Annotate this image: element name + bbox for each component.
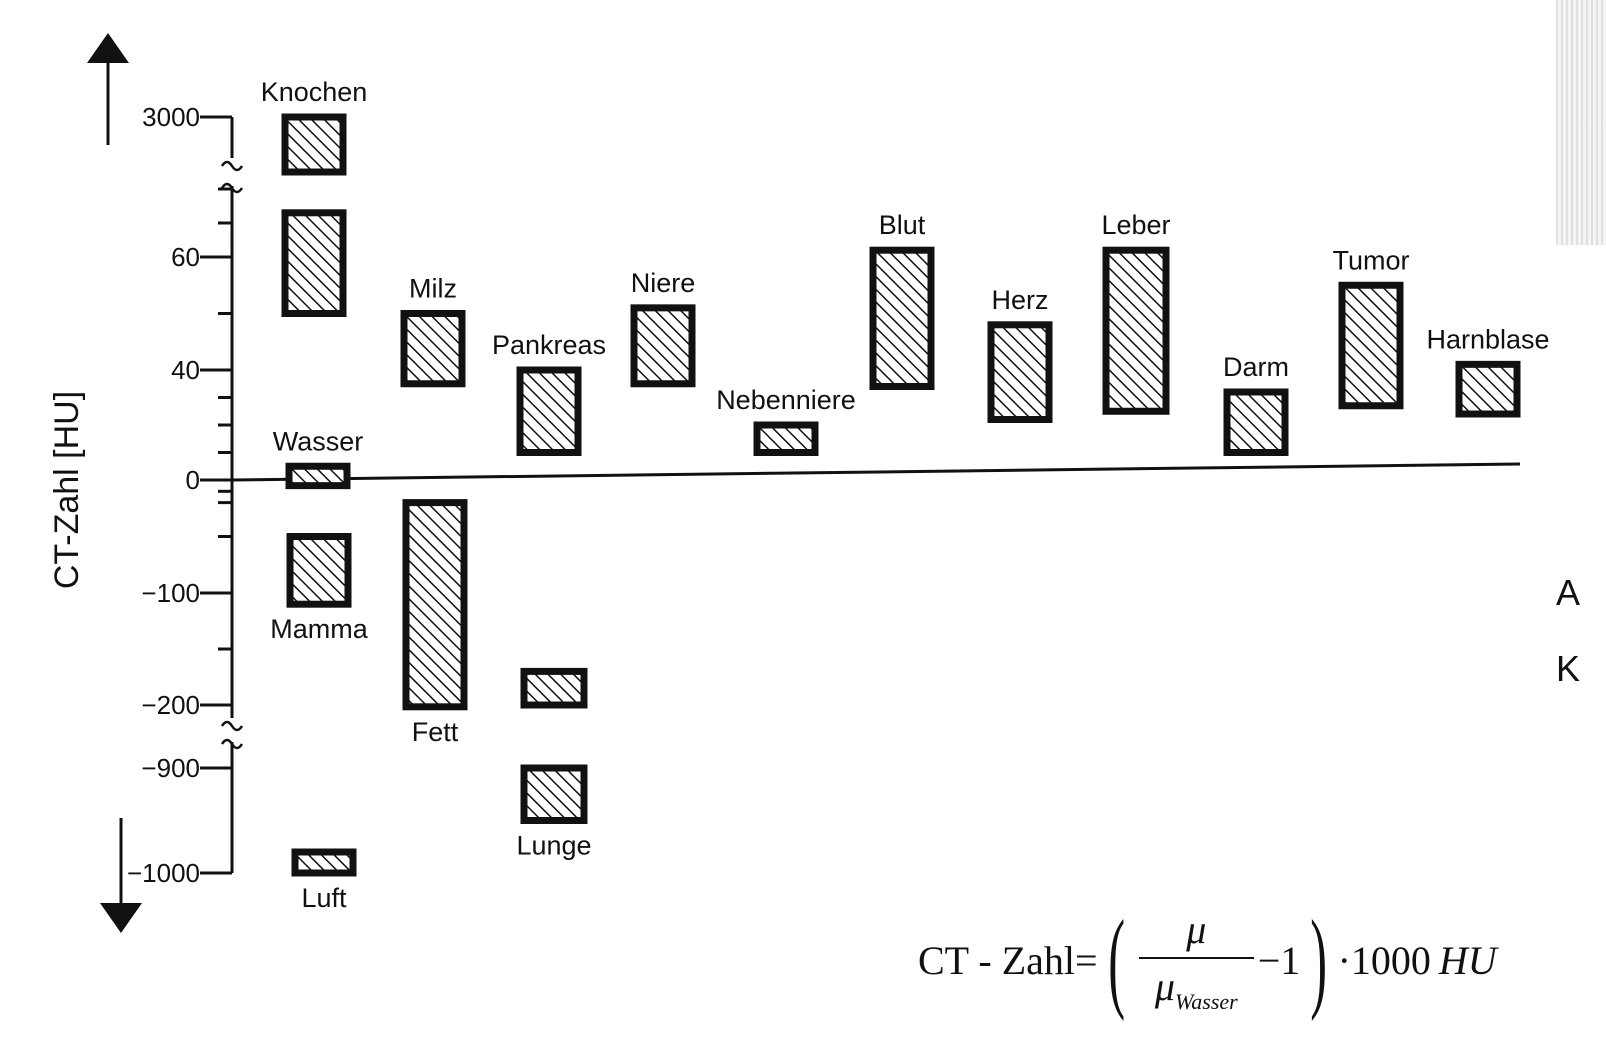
tissue-label-blut: Blut [879, 210, 926, 240]
tissue-label-nebenniere: Nebenniere [716, 385, 856, 415]
tissue-bars [281, 113, 1521, 877]
axis-break-mark [220, 160, 244, 172]
tissue-label-darm: Darm [1223, 352, 1289, 382]
axis-break-mark [220, 738, 244, 750]
tissue-bar-pankreas [516, 366, 582, 456]
tissue-label-pankreas: Pankreas [492, 330, 606, 360]
tissue-bar-lunge [520, 764, 588, 824]
y-tick-label: 0 [186, 465, 200, 495]
tissue-label-harnblase: Harnblase [1426, 324, 1549, 354]
y-tick-label: 3000 [142, 102, 200, 132]
tissue-label-luft: Luft [301, 883, 347, 913]
tissue-bar-darm [1223, 388, 1289, 456]
tissue-bar-harnblase [1455, 360, 1521, 418]
tissue-bar-leber [1102, 246, 1170, 415]
formula-open-paren: ( [1107, 898, 1125, 1022]
tissue-label-knochen: Knochen [261, 77, 368, 107]
formula-denominator: μWasser [1138, 956, 1254, 1015]
formula-lhs: CT - Zahl= [918, 937, 1098, 983]
edge-fragment-k: K [1556, 648, 1581, 689]
tissue-bar-tumor [1338, 281, 1404, 410]
tissue-label-milz: Milz [409, 274, 457, 304]
tissue-bar-knochen [281, 209, 347, 317]
ct-number-formula: CT - Zahl= ( μ μWasser −1 ) ·1000 HU [918, 898, 1497, 1022]
y-tick-label: −1000 [127, 858, 200, 888]
tissue-bar-nebenniere [753, 421, 819, 456]
y-tick-label: 60 [171, 242, 200, 272]
scan-noise-strip [1556, 0, 1606, 245]
formula-unit: HU [1438, 937, 1497, 983]
tissue-bar-mamma [286, 533, 352, 608]
formula-fraction: μ μWasser [1138, 906, 1254, 1015]
tissue-label-leber: Leber [1101, 210, 1170, 240]
zero-baseline [231, 462, 1521, 482]
tissue-label-wasser: Wasser [273, 426, 364, 456]
y-tick-label: −900 [141, 753, 200, 783]
formula-denominator-sub: Wasser [1174, 988, 1238, 1014]
tissue-bar-milz [400, 310, 466, 388]
tissue-label-mamma: Mamma [270, 614, 368, 644]
y-tick-label: −100 [141, 578, 200, 608]
tissue-label-lunge: Lunge [516, 831, 591, 861]
tissue-bar-herz [987, 321, 1053, 423]
tissue-bar-lunge [520, 667, 588, 709]
axis-break-mark [220, 720, 244, 732]
tissue-label-tumor: Tumor [1332, 245, 1409, 275]
tissue-label-herz: Herz [991, 285, 1048, 315]
formula-minus-one: −1 [1257, 937, 1301, 983]
y-axis: 3000 60 40 0 −100 −200 −900 −1000 [87, 33, 1521, 933]
formula-numerator: μ [1186, 906, 1207, 952]
tissue-bar-fett [402, 499, 468, 711]
tissue-bar-blut [869, 246, 935, 390]
tissue-bar-wasser [285, 462, 351, 490]
tissue-bar-luft [291, 848, 357, 877]
y-tick-label: 40 [171, 355, 200, 385]
tissue-bar-niere [630, 304, 696, 388]
tissue-label-niere: Niere [631, 268, 696, 298]
edge-fragment-a: A [1556, 572, 1581, 613]
y-axis-title: CT-Zahl [HU] [48, 391, 86, 589]
formula-multiplier: ·1000 [1337, 937, 1431, 983]
formula-close-paren: ) [1310, 898, 1328, 1022]
tissue-bar-knochen [281, 113, 347, 176]
tissue-label-fett: Fett [412, 717, 459, 747]
y-tick-label: −200 [141, 690, 200, 720]
